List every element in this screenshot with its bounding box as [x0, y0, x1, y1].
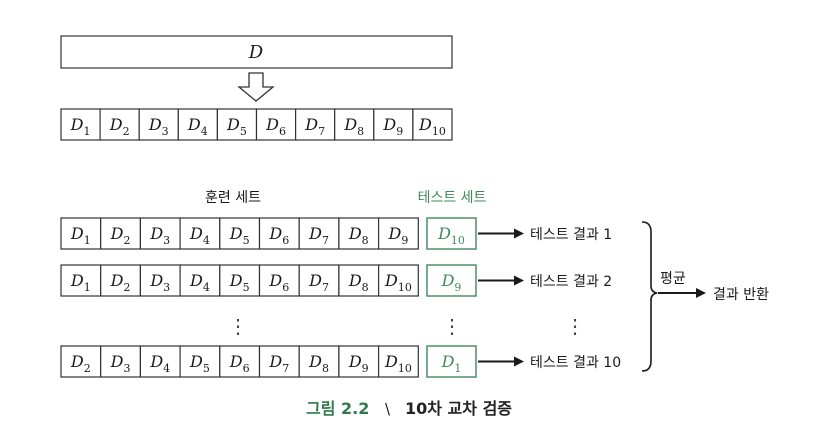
- caption-figure-number: 그림 2.2: [306, 399, 369, 418]
- train-fold-cell: [298, 345, 340, 378]
- test-fold-cell: [426, 345, 477, 378]
- train-fold-cell: [258, 264, 300, 297]
- train-fold-cell: [100, 264, 141, 297]
- train-fold-cell: [139, 264, 181, 297]
- final-result-label: 결과 반환: [713, 287, 769, 303]
- caption-title: 10차 교차 검증: [405, 399, 512, 418]
- split-arrow-icon: [237, 72, 275, 102]
- train-fold-cell: [298, 217, 340, 250]
- train-fold-cell: [338, 264, 380, 297]
- train-fold-cell: [219, 345, 261, 378]
- train-fold-cell: [60, 345, 102, 378]
- average-label: 평균: [660, 271, 686, 287]
- train-fold-cell: [219, 217, 261, 250]
- fold-cell: [216, 108, 258, 141]
- caption-separator: \: [385, 400, 391, 418]
- test-fold-cell: [426, 264, 477, 297]
- fold-cell: [412, 108, 453, 141]
- average-brace: [641, 221, 658, 372]
- ellipsis-test: ⋮: [442, 316, 462, 338]
- fold-cell: [255, 108, 297, 141]
- dataset-label: D: [248, 42, 264, 63]
- train-fold-cell: [258, 345, 300, 378]
- test-result-label: 테스트 결과 1: [530, 227, 612, 243]
- fold-cell: [60, 108, 101, 141]
- fold-cell: [138, 108, 179, 141]
- train-fold-cell: [179, 217, 221, 250]
- fold-cell: [373, 108, 414, 141]
- figure-caption: 그림 2.2 \ 10차 교차 검증: [306, 399, 512, 418]
- train-fold-cell: [338, 345, 380, 378]
- ellipsis-result: ⋮: [565, 316, 585, 338]
- train-fold-cell: [179, 264, 221, 297]
- test-set-header: 테스트 세트: [418, 190, 487, 206]
- train-fold-cell: [338, 217, 380, 250]
- train-fold-cell: [100, 217, 141, 250]
- train-fold-cell: [179, 345, 221, 378]
- train-set-header: 훈련 세트: [205, 190, 261, 206]
- test-result-label: 테스트 결과 10: [530, 355, 621, 371]
- train-fold-cell: [378, 264, 419, 297]
- train-fold-cell: [139, 217, 181, 250]
- train-fold-cell: [298, 264, 340, 297]
- train-fold-cell: [139, 345, 181, 378]
- ellipsis-train: ⋮: [228, 316, 248, 338]
- test-result-label: 테스트 결과 2: [530, 274, 612, 290]
- dataset-box: [60, 35, 453, 69]
- test-fold-cell: [426, 217, 477, 250]
- train-fold-cell: [378, 345, 419, 378]
- train-fold-cell: [60, 264, 102, 297]
- fold-cell: [99, 108, 140, 141]
- fold-cell: [177, 108, 219, 141]
- train-fold-cell: [378, 217, 419, 250]
- train-fold-cell: [100, 345, 141, 378]
- train-fold-cell: [258, 217, 300, 250]
- train-fold-cell: [219, 264, 261, 297]
